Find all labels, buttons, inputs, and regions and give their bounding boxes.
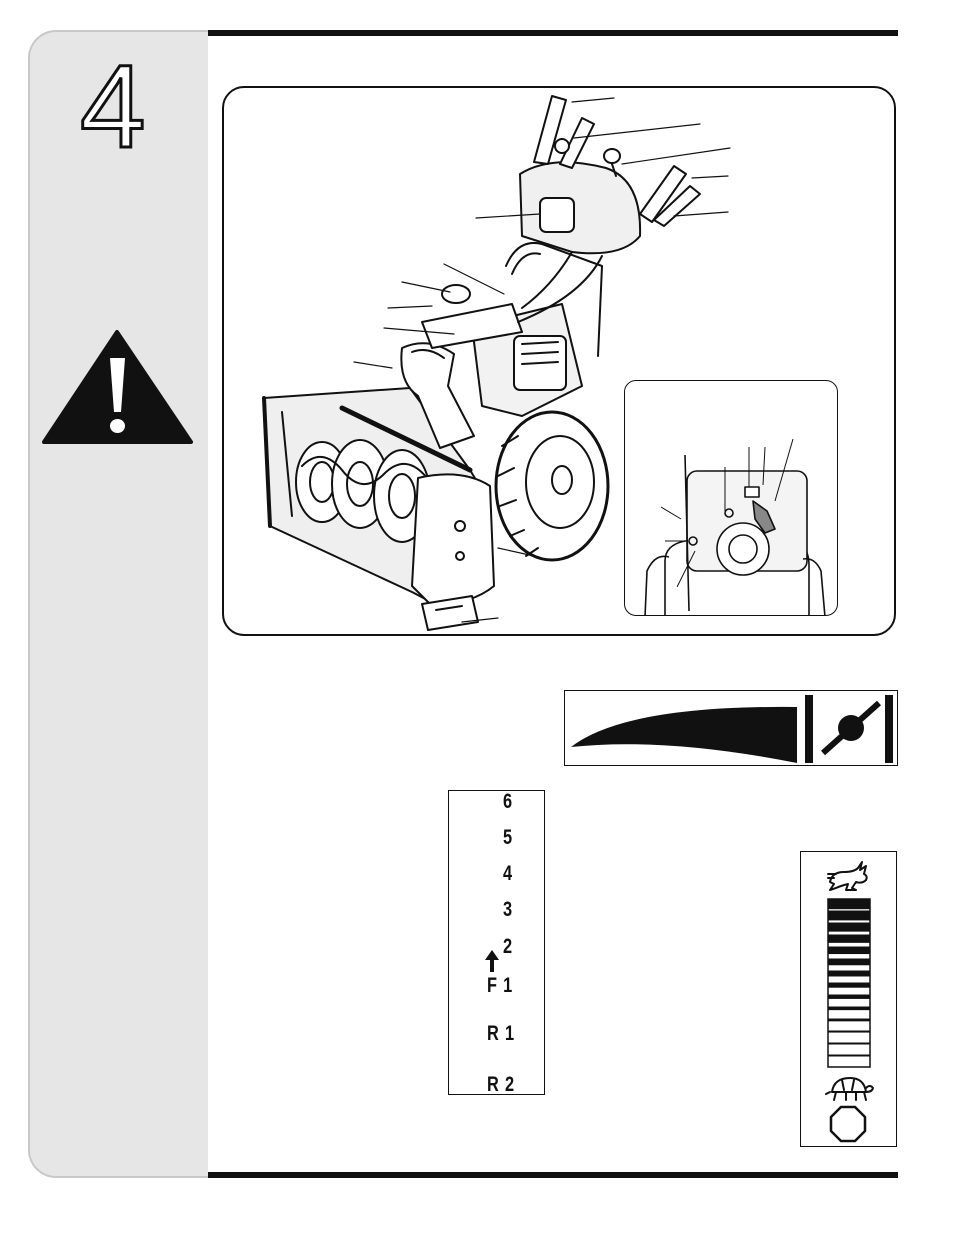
- rabbit-fast-icon: [826, 858, 872, 894]
- gear-label-5: 5: [503, 826, 513, 850]
- throttle-segment: [828, 983, 870, 988]
- warning-triangle-icon: [40, 328, 195, 446]
- gear-label-6: 6: [503, 790, 513, 814]
- engine-detail-illustration: [625, 381, 838, 616]
- footer-rule: [208, 1172, 898, 1178]
- gear-selector-panel: [448, 790, 545, 1095]
- throttle-segment: [828, 1055, 870, 1057]
- header-rule: [208, 30, 898, 36]
- throttle-segment: [828, 899, 870, 909]
- gear-label-3: 3: [503, 898, 513, 922]
- gear-label-r1: R 1: [487, 1022, 515, 1046]
- gear-label-2: 2: [503, 935, 513, 959]
- turtle-slow-icon: [824, 1072, 874, 1102]
- throttle-segment: [828, 1019, 870, 1021]
- choke-icon: [823, 703, 879, 753]
- throttle-segment: [828, 1031, 870, 1033]
- choke-scale-graphic: [565, 691, 899, 767]
- throttle-segment: [828, 911, 870, 920]
- gear-label-4: 4: [503, 862, 513, 886]
- gear-label-f1: F 1: [487, 974, 513, 998]
- throttle-segment: [828, 1043, 870, 1045]
- choke-decal: [564, 690, 898, 766]
- throttle-scale-graphic: [827, 898, 871, 1068]
- throttle-segment: [828, 1007, 870, 1010]
- stop-octagon-icon: [829, 1105, 867, 1143]
- throttle-segment: [828, 947, 870, 954]
- forward-arrow-icon: [485, 950, 499, 972]
- engine-detail-inset: [624, 380, 838, 616]
- throttle-segment: [828, 971, 870, 976]
- gear-label-r2: R 2: [487, 1073, 515, 1097]
- chapter-number: 4: [80, 52, 160, 162]
- chapter-sidebar: [28, 30, 208, 1178]
- throttle-segment: [828, 935, 870, 943]
- throttle-segment: [828, 923, 870, 932]
- throttle-segment: [828, 995, 870, 999]
- throttle-segment: [828, 959, 870, 965]
